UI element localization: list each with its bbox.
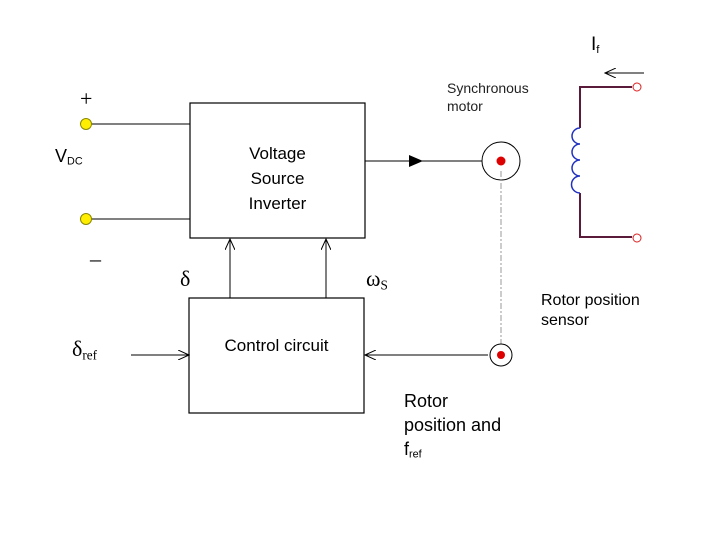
field-terminal-top [632, 82, 642, 92]
sensor-dot [497, 351, 505, 359]
sensor-symbol [489, 343, 513, 367]
output-arrowhead [409, 155, 423, 167]
dc-plus-terminal [80, 118, 92, 130]
field-winding [579, 86, 632, 238]
field-current-label: If [591, 34, 600, 56]
omega-label: ωS [366, 266, 388, 293]
field-terminal-bottom [632, 233, 642, 243]
field-coil [570, 127, 581, 194]
minus-label: – [90, 246, 101, 271]
dc-minus-terminal [80, 213, 92, 225]
vdc-label: VDC [55, 146, 83, 168]
motor-dot [496, 156, 506, 166]
delta-label: δ [180, 266, 191, 291]
plus-label: + [80, 86, 93, 111]
vsi-box [189, 102, 366, 239]
delta-ref-label: δref [72, 336, 98, 363]
control-label: Control circuit [224, 336, 329, 355]
